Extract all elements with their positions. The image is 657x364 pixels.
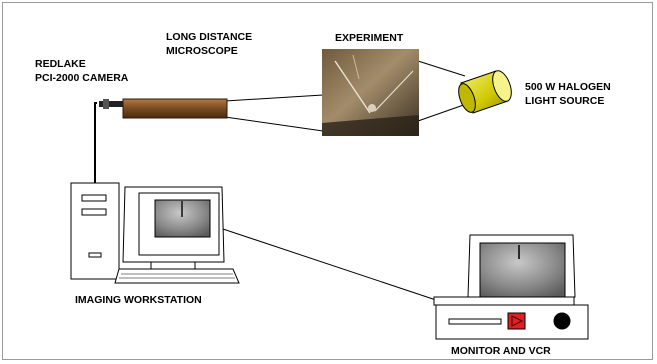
workstation-monitor: [122, 186, 225, 270]
microscope-label-line2: MICROSCOPE: [166, 45, 238, 57]
vcr-knob: [553, 312, 571, 330]
light-source-label-line2: LIGHT SOURCE: [525, 95, 604, 107]
labels: REDLAKE PCI-2000 CAMERA LONG DISTANCE MI…: [35, 31, 611, 357]
diagram-frame: REDLAKE PCI-2000 CAMERA LONG DISTANCE MI…: [2, 2, 653, 360]
camera-label-line1: REDLAKE: [35, 58, 86, 70]
connection-lines: [94, 60, 476, 302]
microscope-label-line1: LONG DISTANCE: [166, 31, 252, 43]
halogen-light-source: [458, 70, 512, 114]
pc-tower: [70, 182, 120, 280]
camera-label-line2: PCI-2000 CAMERA: [35, 72, 129, 84]
light-beam-upper: [417, 60, 466, 77]
workstation-label: IMAGING WORKSTATION: [75, 294, 202, 306]
monitor-and-vcr: [433, 234, 589, 340]
setup-diagram: REDLAKE PCI-2000 CAMERA LONG DISTANCE MI…: [35, 31, 611, 357]
imaging-workstation: [70, 182, 240, 284]
camera: [99, 99, 123, 109]
camera-cable: [94, 102, 97, 183]
beam-lower: [224, 116, 324, 132]
workstation-vcr-link: [210, 224, 440, 302]
monitor-vcr-label: MONITOR AND VCR: [451, 345, 551, 357]
experiment-label: EXPERIMENT: [335, 32, 404, 44]
microscope: [122, 98, 228, 119]
vcr-deck: [433, 296, 589, 340]
keyboard: [114, 268, 240, 284]
light-source-label-line1: 500 W HALOGEN: [525, 81, 611, 93]
experiment-image: [322, 49, 419, 136]
beam-upper: [224, 94, 324, 102]
vcr-monitor: [467, 234, 576, 299]
